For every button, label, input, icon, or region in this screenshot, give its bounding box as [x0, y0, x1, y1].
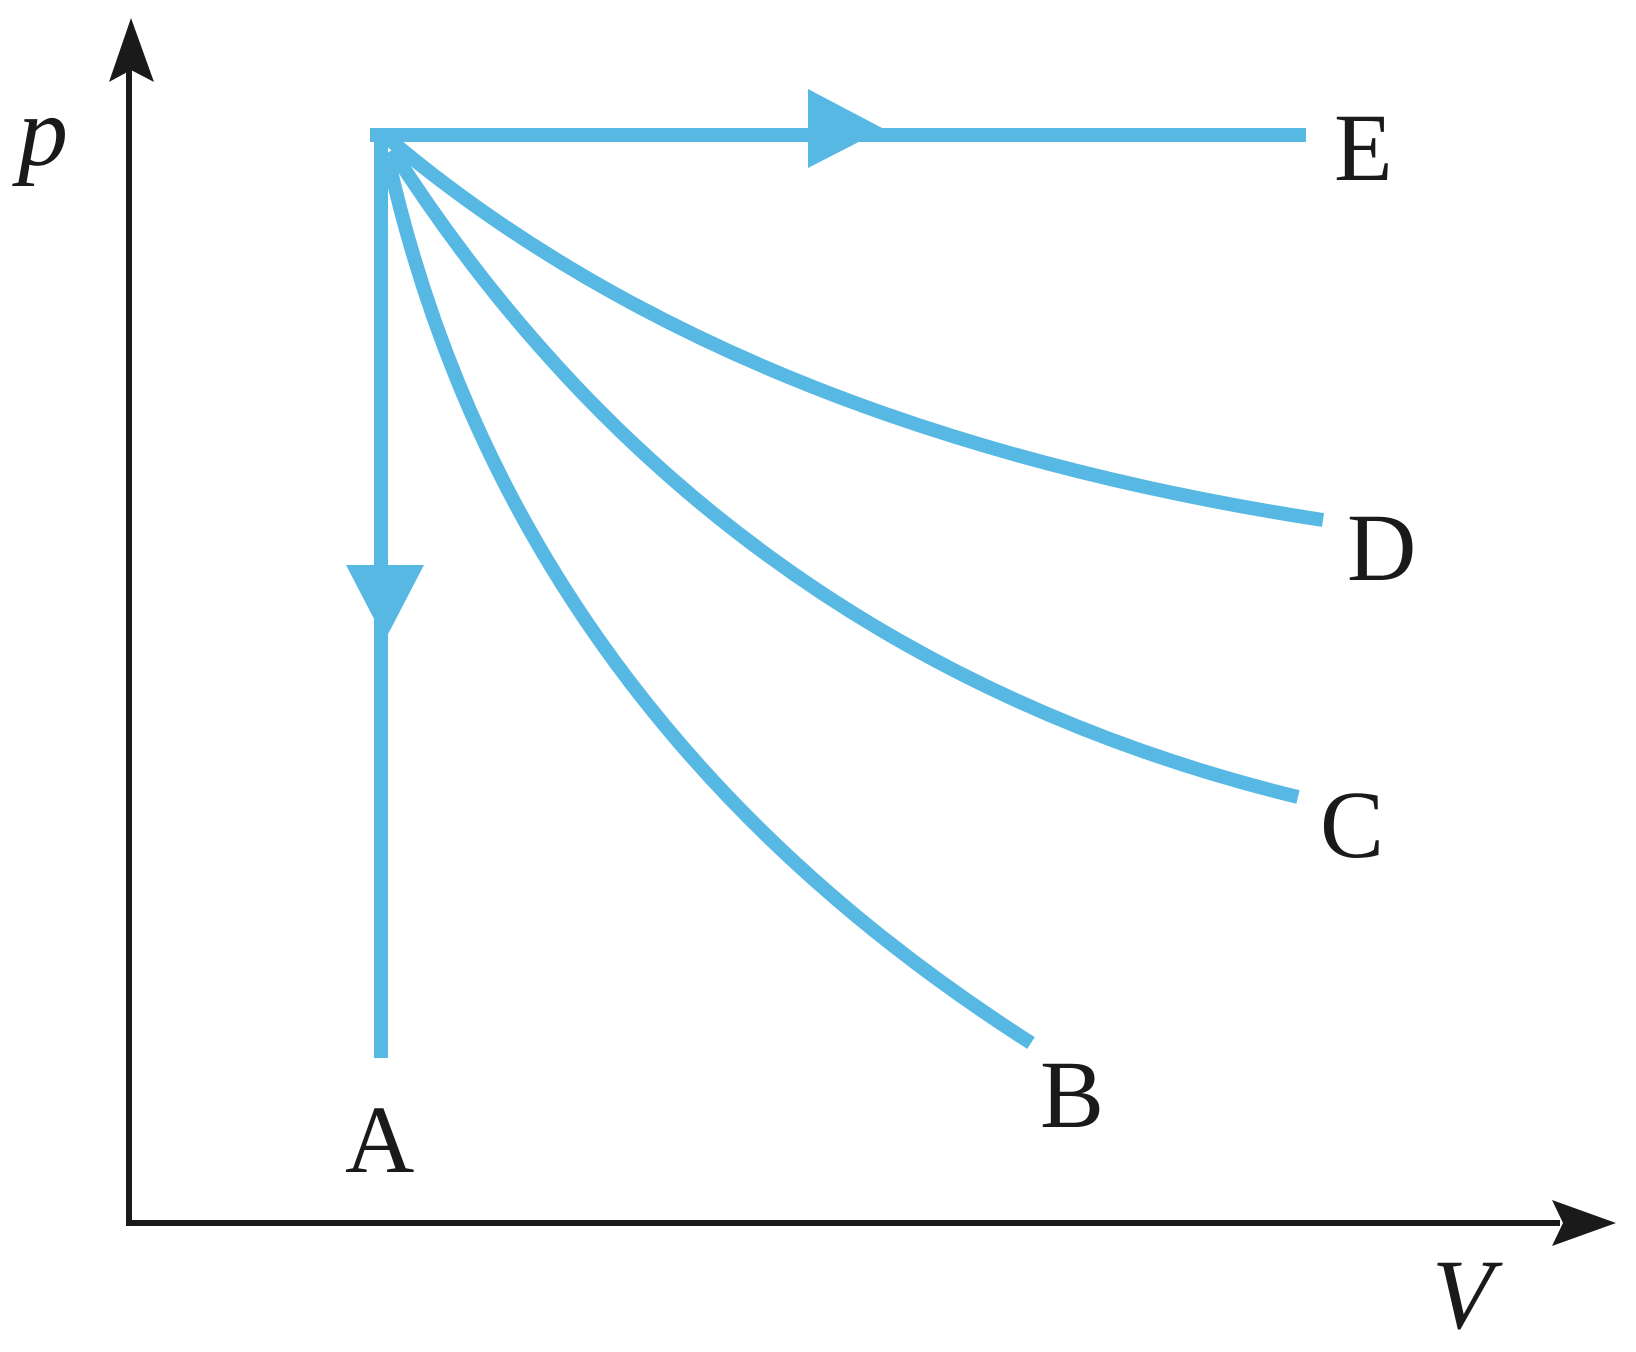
process-e-arrowhead: [808, 89, 884, 168]
point-label-a: A: [345, 1086, 414, 1193]
point-label-d: D: [1347, 494, 1416, 601]
process-curve-b: [381, 156, 1035, 1049]
point-label-b: B: [1040, 1041, 1104, 1148]
point-label-e: E: [1334, 94, 1393, 201]
x-axis-arrowhead: [1552, 1200, 1616, 1246]
y-axis-arrowhead: [109, 18, 154, 82]
x-axis-label: V: [1432, 1239, 1503, 1350]
y-axis-label: p: [12, 76, 68, 187]
process-a-arrowhead: [346, 565, 424, 640]
process-curve-d: [385, 134, 1325, 527]
process-curve-c: [386, 146, 1300, 804]
point-label-c: C: [1320, 771, 1384, 878]
